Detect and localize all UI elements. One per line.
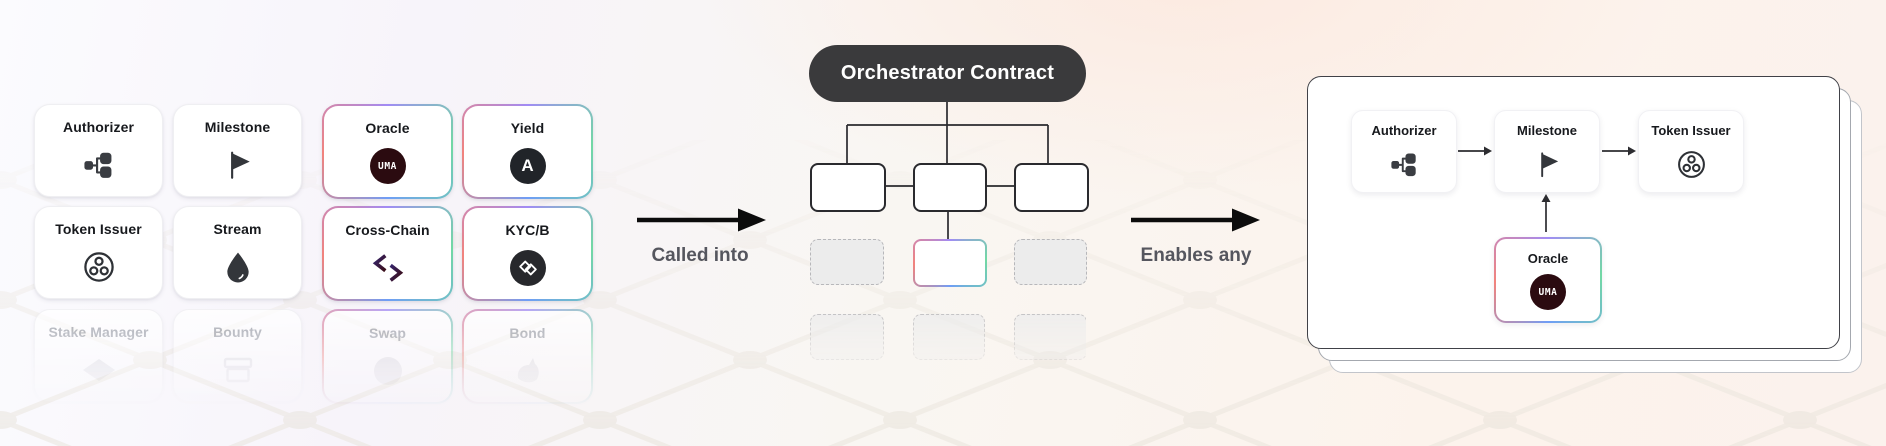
flow-card-token-issuer: Token Issuer: [1638, 110, 1744, 193]
card-label: Swap: [369, 325, 406, 341]
card-token-issuer: Token Issuer: [34, 206, 163, 299]
tree-placeholder-box: [810, 239, 884, 285]
polygon-badge-icon: [464, 246, 591, 290]
uma-logo-icon: UMA: [324, 144, 451, 188]
tree-placeholder-box: [913, 314, 985, 360]
uma-logo-text: UMA: [1538, 286, 1558, 298]
milestone-flag-icon: [174, 143, 301, 187]
card-bond: Bond: [462, 309, 593, 404]
card-oracle: Oracle UMA: [322, 104, 453, 199]
authorizer-tree-icon: [35, 143, 162, 187]
card-label: Authorizer: [1371, 123, 1437, 138]
authorizer-tree-icon: [1352, 143, 1456, 185]
card-label: Oracle: [365, 120, 410, 136]
flow-card-oracle: Oracle UMA: [1494, 237, 1602, 323]
box-icon: [174, 348, 301, 392]
card-label: Bounty: [213, 324, 262, 340]
tree-placeholder-box: [810, 314, 884, 360]
card-authorizer: Authorizer: [34, 104, 163, 197]
unicorn-icon: [464, 349, 591, 393]
token-circles-icon: [35, 245, 162, 289]
aave-logo-icon: A: [464, 144, 591, 188]
polygon-chevron-icon: [324, 246, 451, 290]
flow-card-milestone: Milestone: [1494, 110, 1600, 193]
tree-placeholder-box: [1014, 314, 1087, 360]
tree-active-slot-box: [913, 239, 987, 287]
card-cross-chain: Cross-Chain: [322, 206, 453, 301]
milestone-flag-icon: [1495, 143, 1599, 185]
tree-placeholder-box: [1014, 239, 1087, 285]
card-milestone: Milestone: [173, 104, 302, 197]
tree-placeholder-row-faded: [810, 314, 1087, 374]
card-bounty: Bounty: [173, 309, 302, 402]
card-label: Milestone: [204, 119, 271, 135]
card-label: Yield: [510, 120, 545, 136]
tree-node-box: [913, 163, 987, 212]
card-label: Authorizer: [63, 119, 134, 135]
orchestrator-title: Orchestrator Contract: [840, 62, 1055, 84]
card-label: Cross-Chain: [345, 222, 430, 238]
uma-logo-icon: UMA: [1496, 271, 1600, 313]
card-label: Stream: [213, 221, 262, 237]
flow-card-authorizer: Authorizer: [1351, 110, 1457, 193]
card-yield: Yield A: [462, 104, 593, 199]
token-circles-icon: [1639, 143, 1743, 185]
card-label: Milestone: [1517, 123, 1577, 138]
circle-icon: [324, 349, 451, 393]
card-kycb: KYC/B: [462, 206, 593, 301]
workflow-panel: Authorizer Milestone: [1307, 76, 1840, 349]
water-drop-icon: [174, 245, 301, 289]
module-grid-faded-row: Stake Manager Bounty Swap Bond: [0, 309, 640, 446]
orchestrator-contract-pill: Orchestrator Contract: [809, 45, 1086, 102]
diamond-icon: [35, 348, 162, 392]
card-label: Token Issuer: [1651, 123, 1731, 138]
tree-node-box: [810, 163, 886, 212]
tree-node-box: [1014, 163, 1089, 212]
card-swap: Swap: [322, 309, 453, 404]
enables-any-label: Enables any: [1140, 245, 1252, 266]
card-label: Token Issuer: [55, 221, 142, 237]
card-stream: Stream: [173, 206, 302, 299]
card-label: Stake Manager: [48, 324, 149, 340]
card-label: Bond: [509, 325, 546, 341]
called-into-label: Called into: [651, 245, 749, 266]
aave-logo-text: A: [521, 156, 534, 175]
uma-logo-text: UMA: [378, 160, 397, 172]
card-label: KYC/B: [505, 222, 550, 238]
card-stake-manager: Stake Manager: [34, 309, 163, 402]
card-label: Oracle: [1527, 251, 1569, 266]
